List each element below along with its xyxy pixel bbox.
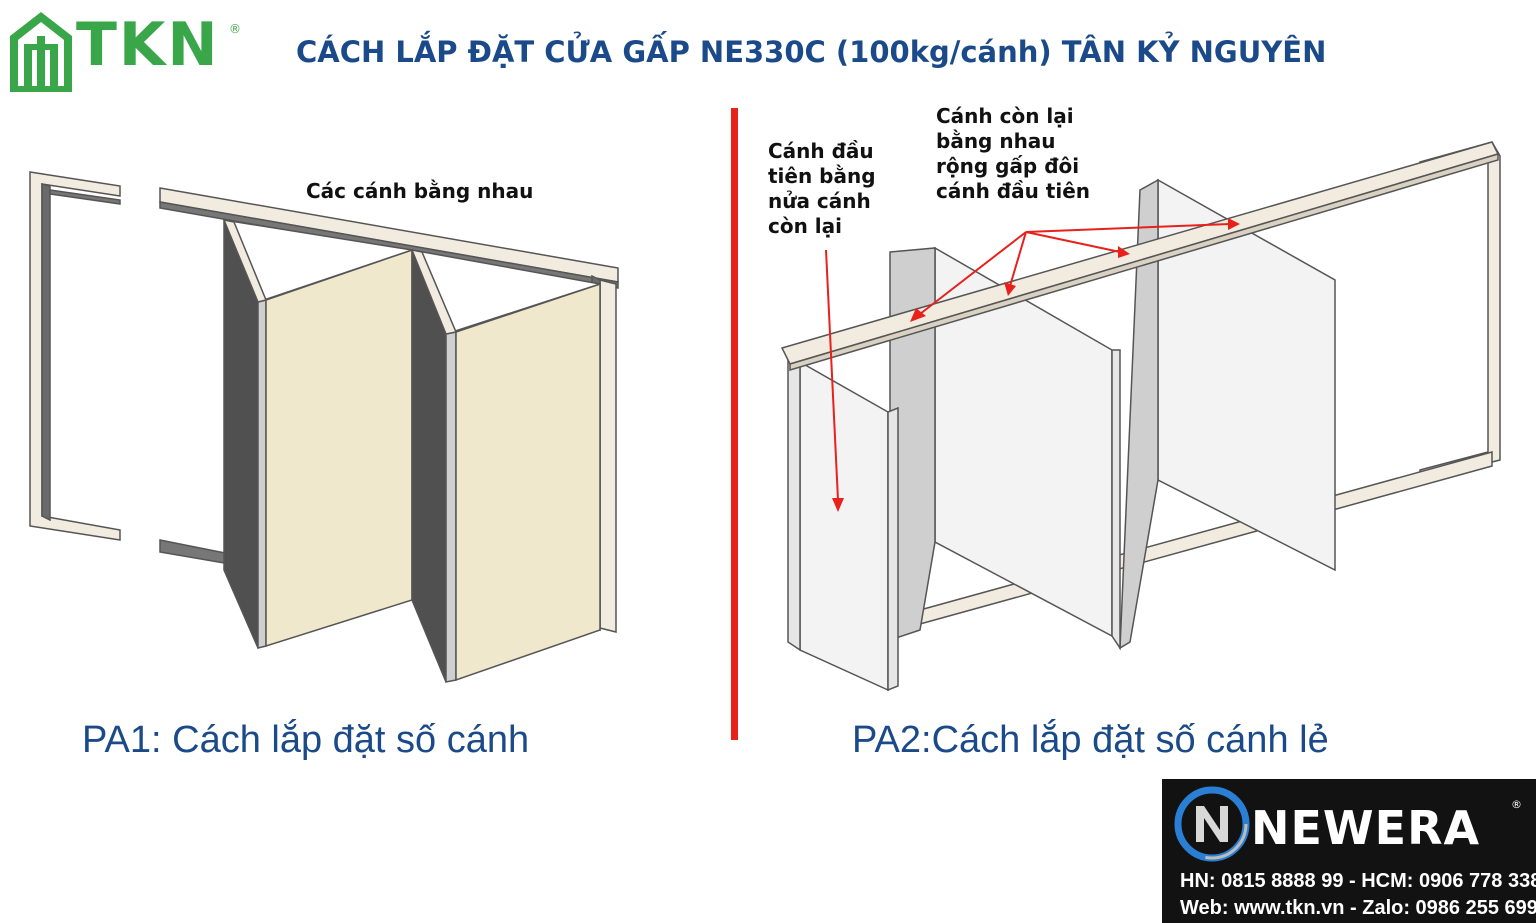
newera-registered-mark: ® (1511, 798, 1522, 811)
folding-door-odd-diagram (780, 141, 1501, 692)
page-title: CÁCH LẮP ĐẶT CỬA GẤP NE330C (100kg/cánh)… (296, 35, 1327, 69)
note-equal-panels: Các cánh bằng nhau (306, 179, 534, 203)
newera-logo-icon (1174, 786, 1250, 862)
newera-brand-box (1162, 779, 1536, 923)
folding-door-even-diagram (29, 171, 619, 683)
newera-brand-name: NEWERA (1251, 801, 1481, 855)
tkn-logo-icon (10, 12, 72, 92)
caption-pa1: PA1: Cách lắp đặt số cánh (82, 719, 530, 761)
note-first-panel: Cánh đầu tiên bằng nửa cánh còn lại (768, 139, 876, 238)
contact-phones: HN: 0815 8888 99 - HCM: 0906 778 338 (1180, 870, 1536, 892)
note-remaining-panels: Cánh còn lại bằng nhau rộng gấp đôi cánh… (936, 104, 1091, 203)
logo-text: TKN (76, 10, 220, 80)
contact-web-zalo: Web: www.tkn.vn - Zalo: 0986 255 699 (1180, 897, 1536, 919)
red-divider (731, 108, 738, 740)
caption-pa2: PA2:Cách lắp đặt số cánh lẻ (852, 719, 1329, 761)
logo-registered-mark: ® (229, 22, 241, 36)
